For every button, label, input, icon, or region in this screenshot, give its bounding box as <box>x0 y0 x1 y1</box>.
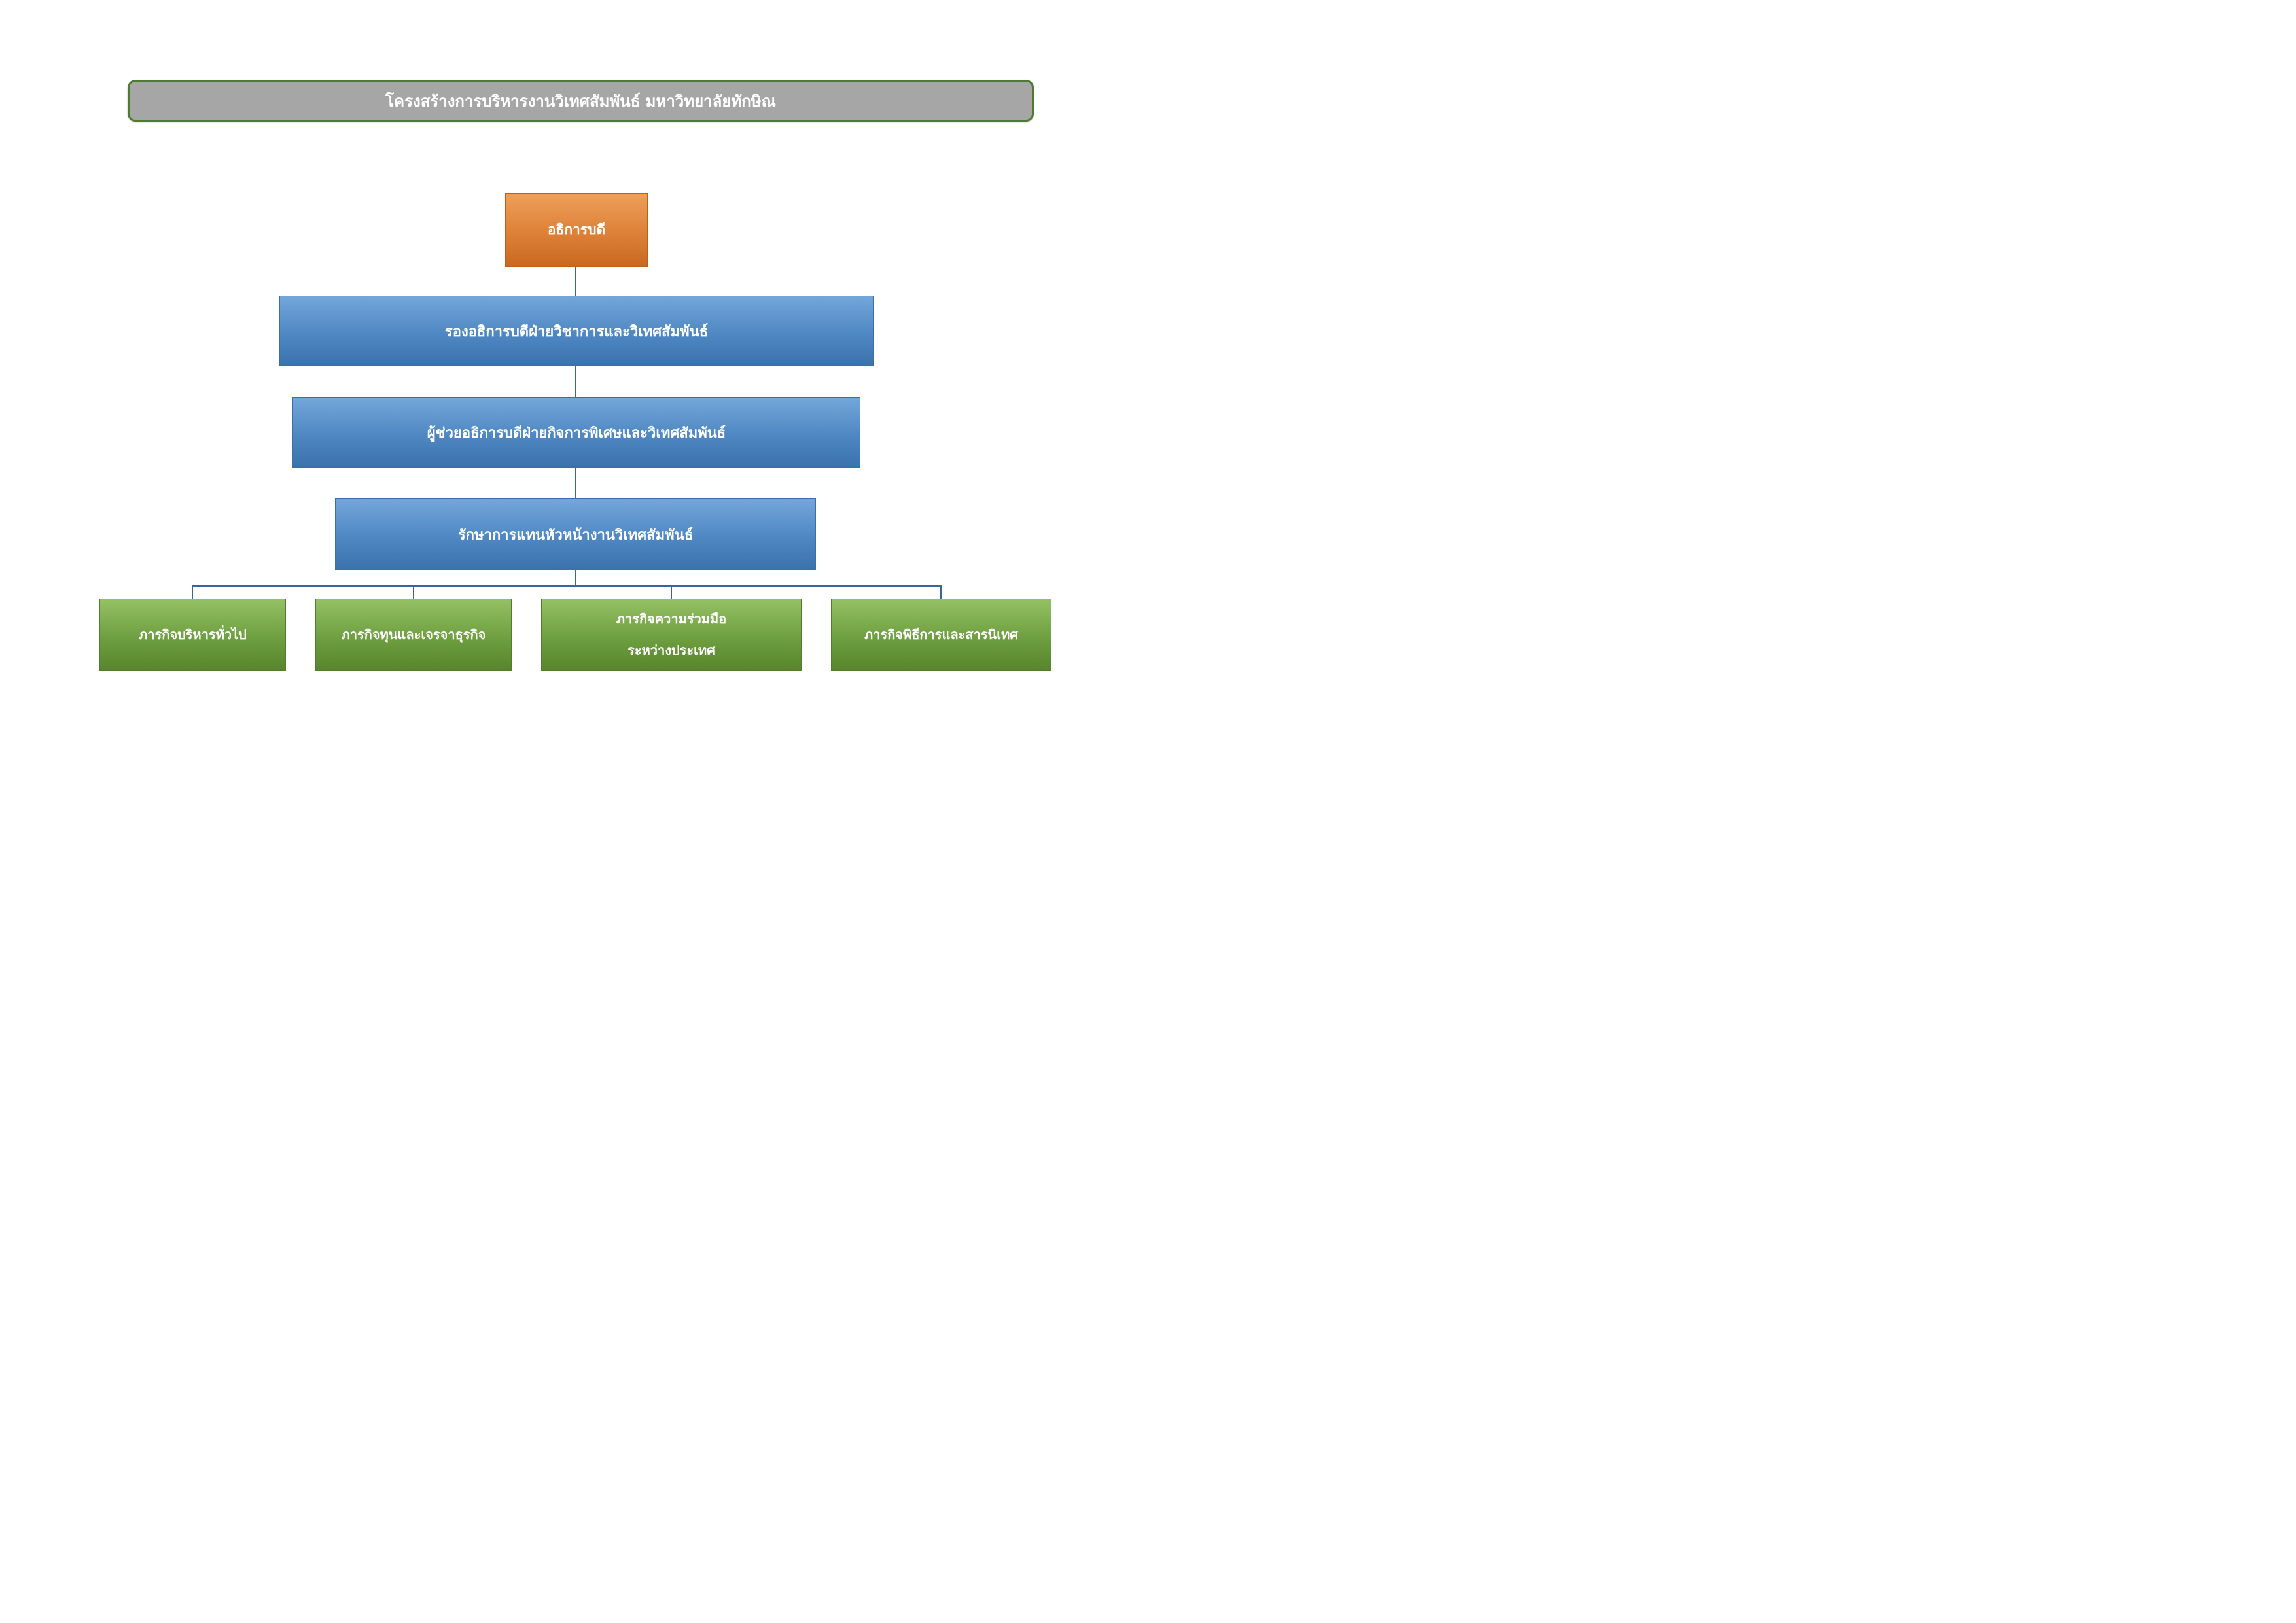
connector-drop-scholarship-business <box>413 585 414 599</box>
connector-branch-horizontal <box>192 585 942 587</box>
node-mission-international-cooperation: ภารกิจความร่วมมือ ระหว่างประเทศ <box>541 599 802 671</box>
org-chart-canvas: โครงสร้างการบริหารงานวิเทศสัมพันธ์ มหาวิ… <box>0 0 1148 811</box>
org-chart-title-label: โครงสร้างการบริหารงานวิเทศสัมพันธ์ มหาวิ… <box>385 92 776 111</box>
node-acting-head-label: รักษาการแทนหัวหน้างานวิเทศสัมพันธ์ <box>457 527 694 544</box>
node-assistant-president: ผู้ช่วยอธิการบดีฝ่ายกิจการพิเศษและวิเทศส… <box>292 397 860 468</box>
org-chart-title: โครงสร้างการบริหารงานวิเทศสัมพันธ์ มหาวิ… <box>128 80 1034 122</box>
connector-drop-general-admin <box>192 585 193 599</box>
connector-president-to-vice-president <box>575 267 576 296</box>
node-mission-scholarship-business-label: ภารกิจทุนและเจรจาธุรกิจ <box>341 627 486 642</box>
node-mission-general-admin-label: ภารกิจบริหารทั่วไป <box>139 627 247 642</box>
connector-drop-international-cooperation <box>671 585 672 599</box>
connector-assistant-to-acting-head <box>575 468 576 498</box>
node-assistant-president-label: ผู้ช่วยอธิการบดีฝ่ายกิจการพิเศษและวิเทศส… <box>427 425 726 442</box>
node-vice-president: รองอธิการบดีฝ่ายวิชาการและวิเทศสัมพันธ์ <box>279 296 874 366</box>
connector-vice-president-to-assistant <box>575 366 576 397</box>
node-vice-president-label: รองอธิการบดีฝ่ายวิชาการและวิเทศสัมพันธ์ <box>444 323 709 340</box>
connector-acting-head-to-branch <box>575 570 576 587</box>
node-mission-protocol-information-label: ภารกิจพิธีการและสารนิเทศ <box>864 627 1018 642</box>
node-mission-international-cooperation-label-line2: ระหว่างประเทศ <box>627 642 715 658</box>
node-mission-protocol-information: ภารกิจพิธีการและสารนิเทศ <box>831 599 1051 671</box>
connector-drop-protocol-information <box>940 585 942 599</box>
node-president-label: อธิการบดี <box>547 222 606 237</box>
node-acting-head: รักษาการแทนหัวหน้างานวิเทศสัมพันธ์ <box>335 498 816 570</box>
node-mission-scholarship-business: ภารกิจทุนและเจรจาธุรกิจ <box>315 599 512 671</box>
node-president: อธิการบดี <box>505 193 648 267</box>
node-mission-international-cooperation-label-line1: ภารกิจความร่วมมือ <box>616 611 727 627</box>
node-mission-general-admin: ภารกิจบริหารทั่วไป <box>99 599 286 671</box>
